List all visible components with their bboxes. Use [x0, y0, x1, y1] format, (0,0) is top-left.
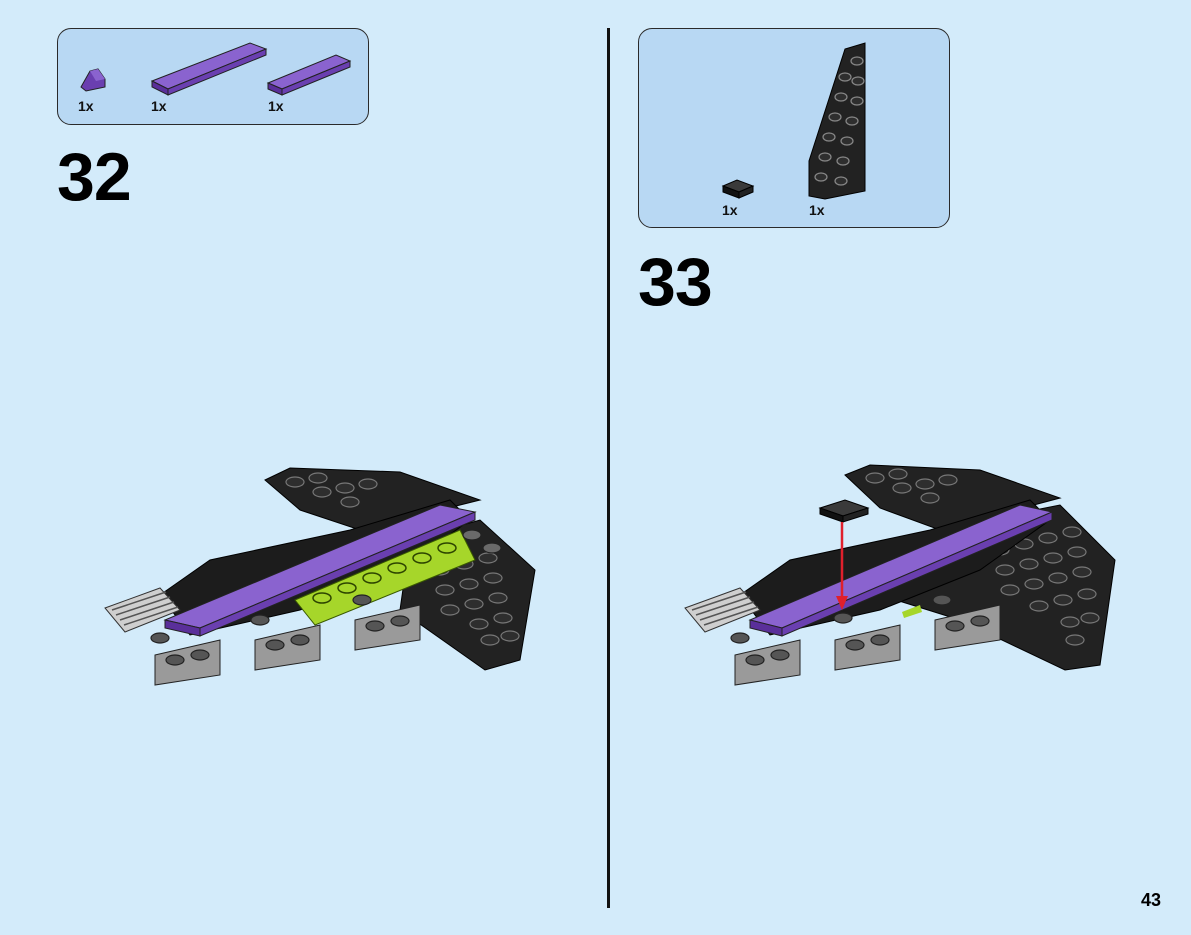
step-32-parts-box: 1x 1x 1x: [57, 28, 369, 125]
step-32-part-1-qty: 1x: [78, 98, 94, 114]
step-32-part-2-qty: 1x: [151, 98, 167, 114]
step-33-part-2-qty: 1x: [809, 202, 825, 218]
purple-long-tile-icon: [150, 42, 268, 96]
step-33-number: 33: [638, 244, 713, 320]
black-wedge-plate-icon: [808, 42, 866, 200]
step-33-model-illustration: [684, 464, 1116, 686]
black-tile-1x1-icon: [721, 179, 755, 199]
purple-tile-icon: [266, 54, 352, 96]
page-number: 43: [1140, 890, 1161, 910]
purple-slope-icon: [80, 68, 106, 92]
step-33-parts-box: 1x 1x: [638, 28, 950, 228]
page-divider: [607, 28, 610, 908]
step-33-part-1-qty: 1x: [722, 202, 738, 218]
step-32-number: 32: [57, 139, 132, 215]
step-32-model-illustration: [104, 467, 536, 686]
step-32-part-3-qty: 1x: [268, 98, 284, 114]
